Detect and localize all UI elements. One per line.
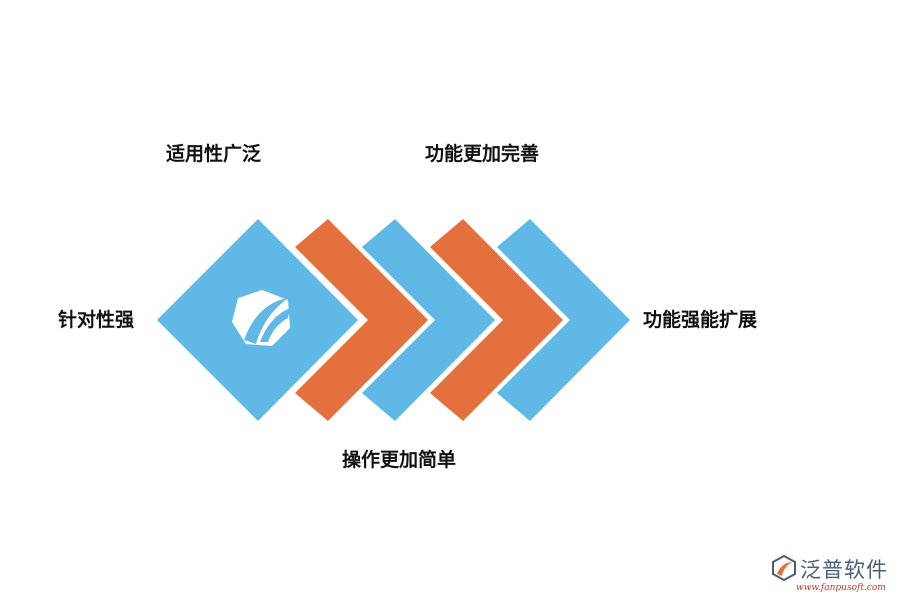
label-right: 功能强能扩展 bbox=[643, 309, 758, 331]
watermark-url: www.fanpusoft.com bbox=[796, 583, 886, 593]
label-top-right: 功能更加完善 bbox=[425, 143, 540, 165]
fanpu-logo-icon bbox=[772, 554, 796, 582]
watermark: 泛普软件 www.fanpusoft.com bbox=[770, 552, 895, 598]
label-bottom: 操作更加简单 bbox=[342, 449, 457, 471]
chevron-3 bbox=[430, 219, 563, 421]
label-left: 针对性强 bbox=[58, 309, 135, 331]
watermark-brand: 泛普软件 bbox=[800, 558, 888, 582]
label-top-left: 适用性广泛 bbox=[166, 143, 262, 165]
chevron-2 bbox=[362, 219, 495, 421]
leaf-logo-icon bbox=[232, 290, 290, 346]
chevron-4 bbox=[497, 219, 630, 421]
chevron-1 bbox=[295, 219, 428, 421]
